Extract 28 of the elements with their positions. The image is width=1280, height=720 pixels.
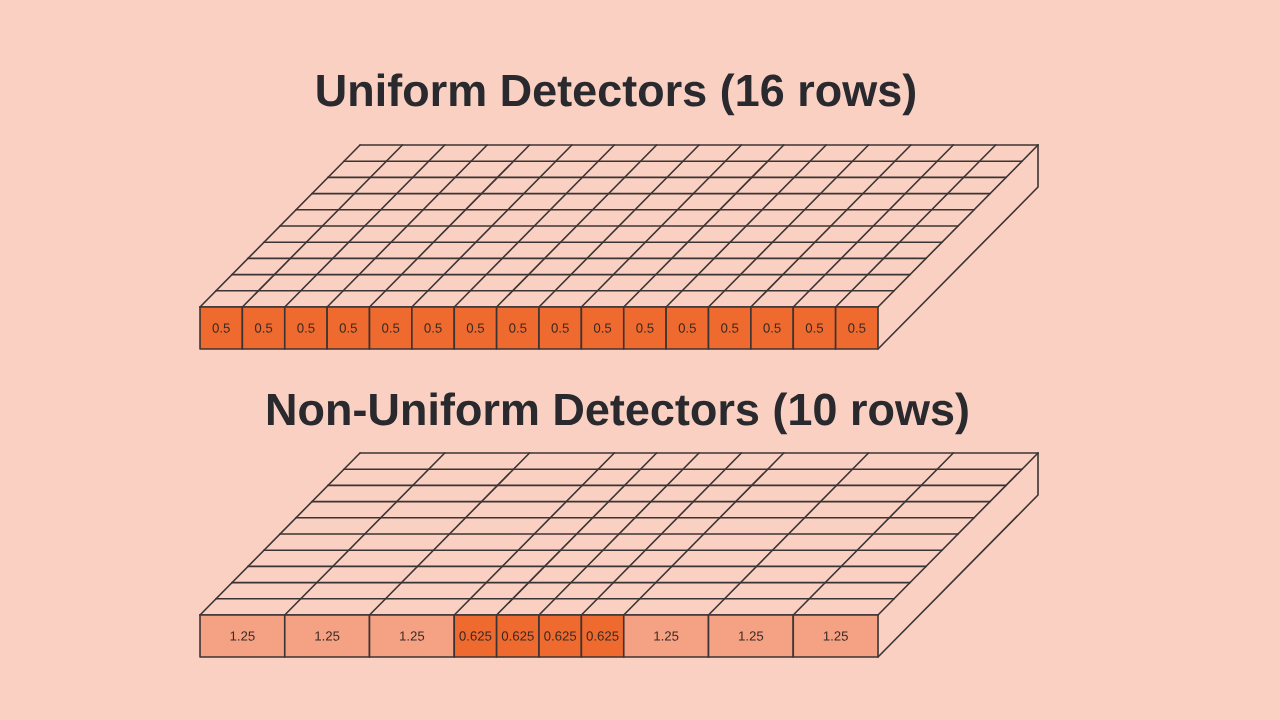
detector-cell: 0.625 — [538, 614, 583, 658]
detector-cell: 1.25 — [199, 614, 286, 658]
detector-cell: 1.25 — [792, 614, 879, 658]
detector-cell: 0.5 — [411, 306, 456, 350]
detector-cell: 0.5 — [199, 306, 244, 350]
detector-cell: 0.625 — [495, 614, 540, 658]
heading: Uniform Detectors (16 rows) — [317, 73, 915, 116]
detector-cell: 0.5 — [538, 306, 583, 350]
detector-cell: 0.5 — [495, 306, 540, 350]
detector-cell: 0.5 — [580, 306, 625, 350]
detector-cell: 0.5 — [453, 306, 498, 350]
detector-cell: 0.5 — [707, 306, 752, 350]
detector-cell: 0.5 — [622, 306, 667, 350]
detector-cell: 1.25 — [368, 614, 456, 658]
detector-cell: 0.5 — [665, 306, 710, 350]
detector-cell: 1.25 — [707, 614, 795, 658]
detector-cell: 0.625 — [580, 614, 625, 658]
detector-cell: 0.5 — [750, 306, 795, 350]
detector-cell: 0.625 — [453, 614, 498, 658]
heading: Non-Uniform Detectors (10 rows) — [268, 392, 968, 435]
detector-cell: 0.5 — [241, 306, 286, 350]
detector-cell: 1.25 — [283, 614, 371, 658]
detector-cell: 0.5 — [834, 306, 879, 350]
detector-cell: 0.5 — [368, 306, 413, 350]
detector-cell: 0.5 — [792, 306, 837, 350]
detector-cell: 1.25 — [622, 614, 710, 658]
detector-cell: 0.5 — [326, 306, 371, 350]
detector-cell: 0.5 — [283, 306, 328, 350]
